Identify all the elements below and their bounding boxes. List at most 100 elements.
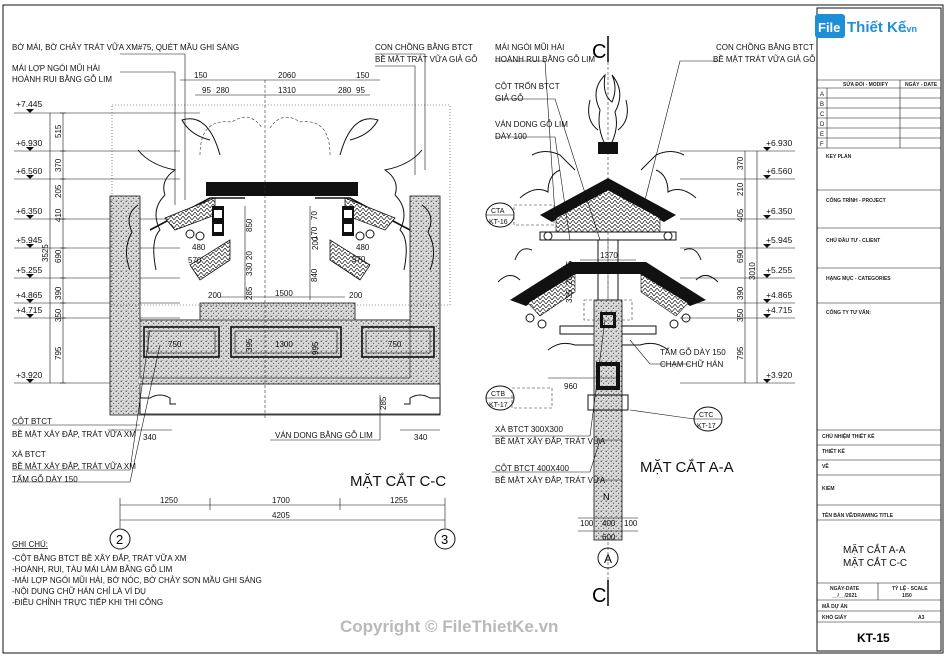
tb-sign-4: KIỂM [822, 485, 835, 492]
cc-opening [139, 383, 441, 415]
aa-label-gia-go: GIẢ GỖ [495, 94, 523, 103]
aa-dim-600: 600 [602, 533, 616, 542]
aa-north: N [603, 492, 610, 502]
tb-key-plan: KEY PLAN [826, 154, 852, 160]
aa-callout-ctc-bottom: KT-17 [697, 423, 716, 430]
aa-label-tam-go: TẤM GỖ DÀY 150 [660, 347, 726, 357]
title-block: File Thiết Kế .vn SỬA ĐỔI - MODIFY NGÀY … [815, 7, 942, 652]
cc-axis-2-label: 2 [116, 532, 123, 547]
cc-inner-dim-1500: 1500 [275, 289, 293, 298]
cc-label-hoanh-rui: HOÀNH RUI BẰNG GỖ LIM [12, 75, 112, 84]
tb-date-label: NGÀY-DATE [830, 585, 860, 592]
cc-vdim-4: 410 [54, 208, 63, 222]
cc-inner-dim-170: 170 [310, 226, 319, 240]
aa-level-2: +6.560 [766, 166, 793, 176]
aa-dim-100-right: 100 [624, 519, 638, 528]
tb-size-value: A3 [918, 615, 925, 621]
tb-revision-head: SỬA ĐỔI - MODIFY [843, 81, 889, 88]
tb-rev-f: F [820, 142, 824, 148]
cc-vdim-6: 390 [54, 286, 63, 300]
cc-overall-dim: 4205 [272, 511, 290, 520]
cc-label-cot-btct: CỘT BTCT [12, 417, 52, 426]
cc-level-6: +5.255 [16, 265, 43, 275]
cc-level-7: +4.865 [16, 290, 43, 300]
cc-axis-2 [109, 528, 131, 550]
aa-level-6: +4.865 [766, 290, 793, 300]
tb-rev-d: D [820, 122, 825, 128]
cc-bottom-dim-1: 1250 [160, 496, 178, 505]
cc-inner-dim-285: 285 [245, 286, 254, 300]
cc-level-9: +3.920 [16, 370, 43, 380]
cc-vdim-8: 795 [54, 346, 63, 360]
logo-name: Thiết Kế [847, 19, 907, 36]
cc-top-dim-150-left: 150 [194, 71, 208, 80]
cc-level-1: +7.445 [16, 99, 43, 109]
aa-label-hoanh-rui: HOÀNH RUI BẰNG GỖ LIM [495, 55, 595, 64]
aa-dim-400: 400 [602, 519, 616, 528]
tb-drawing-title-label: TÊN BẢN VẼ/DRAWING TITLE [822, 511, 894, 519]
aa-dim-325: 325 [565, 260, 574, 274]
cc-foot-dim-right: 340 [414, 433, 428, 442]
aa-vdim-7: 795 [736, 346, 745, 360]
cc-inner-dim-70: 70 [310, 211, 319, 220]
tb-project: CÔNG TRÌNH - PROJECT [826, 196, 886, 204]
aa-label-cot: CỘT BTCT 400X400 [495, 464, 570, 473]
cc-vertical-dim-lines [49, 112, 66, 384]
cc-inner-dim-330: 330 [245, 262, 254, 276]
cc-beam [139, 319, 411, 379]
tb-categories: HẠNG MỤC - CATEGORIES [826, 276, 891, 282]
tb-date-value: __/__/2021 [831, 593, 857, 599]
tb-sign-1: CHỦ NHIỆM THIẾT KẾ [822, 432, 875, 440]
aa-vdim-3: 405 [736, 208, 745, 222]
cc-level-3: +6.560 [16, 166, 43, 176]
tb-consultant: CÔNG TY TƯ VẤN: [826, 308, 871, 316]
cc-inner-dim-20: 20 [245, 251, 254, 260]
tb-scale-value: 1/50 [902, 593, 912, 599]
tb-rev-e: E [820, 132, 824, 138]
cc-label-mai-lop: MÁI LỢP NGÓI MŨI HÀI [12, 64, 100, 73]
cc-vdim-2: 370 [54, 158, 63, 172]
tb-drawing-name-1: MẶT CẮT A-A [843, 543, 906, 556]
aa-vdim-5: 390 [736, 286, 745, 300]
tb-client: CHỦ ĐẦU TƯ - CLIENT [826, 237, 880, 244]
aa-axis-a-label: A [604, 552, 612, 566]
cc-top-dim-2060: 2060 [278, 71, 296, 80]
aa-label-xa-surface: BỀ MẶT XÂY ĐẮP, TRÁT VỮA [495, 436, 606, 446]
cc-bottom-dim-3: 1255 [390, 496, 408, 505]
aa-section-title: MẶT CẮT A-A [640, 458, 734, 476]
cc-panel-right [361, 326, 435, 358]
cc-inner-dim-995: 995 [311, 341, 320, 355]
cc-panel-dim-2: 1300 [275, 340, 293, 349]
cc-top-dim-95-right: 95 [356, 86, 365, 95]
aa-label-van-dong: VÁN DONG GỖ LIM [495, 120, 568, 129]
aa-level-lines [680, 150, 795, 384]
aa-dim-1370: 1370 [600, 251, 618, 260]
aa-level-4: +5.945 [766, 235, 793, 245]
cc-inner-dim-480-right: 480 [356, 243, 370, 252]
tb-rev-a: A [820, 92, 824, 98]
aa-dim-335: 335 [565, 289, 574, 303]
section-cc: +7.445 +6.930 +6.560 +6.350 +5.945 +5.25… [12, 42, 477, 550]
cc-label-xa-surface: BỀ MẶT XÂY ĐẮP, TRÁT VỮA XM [12, 461, 136, 471]
notes: GHI CHÚ: -CỘT BẰNG BTCT BỀ XÂY ĐẮP, TRÁT… [12, 540, 262, 607]
tb-scale-label: TỶ LỆ - SCALE [892, 584, 928, 592]
cc-top-dim-280-left: 280 [216, 86, 230, 95]
cc-vdim-5: 690 [54, 249, 63, 263]
cc-ridge-beam [206, 182, 358, 196]
cc-top-dim-95-left: 95 [202, 86, 211, 95]
brand-logo: File Thiết Kế .vn [815, 14, 917, 38]
tb-revision-rows [817, 97, 941, 149]
notes-line-3: -MÁI LỢP NGÓI MŨI HÀI, BỜ NÓC, BỜ CHẢY S… [12, 575, 262, 585]
logo-word: File [818, 20, 840, 35]
cc-axis-3 [434, 528, 456, 550]
aa-callout-cta-top: CTA [491, 208, 505, 215]
cc-level-8: +4.715 [16, 305, 43, 315]
aa-label-cot-surface: BỀ MẶT XÂY ĐẮP, TRÁT VỮA [495, 475, 606, 485]
section-aa: C C +6.930 +6.560 [485, 36, 815, 607]
logo-suffix: .vn [904, 24, 917, 34]
cc-label-tra-vua: BỀ MẶT TRÁT VỮA GIẢ GỖ [375, 54, 477, 64]
cc-inner-dim-200-right: 200 [349, 291, 363, 300]
aa-dim-20: 20 [565, 276, 574, 285]
cc-vdim-3: 205 [54, 184, 63, 198]
cc-top-dim-150-right: 150 [356, 71, 370, 80]
